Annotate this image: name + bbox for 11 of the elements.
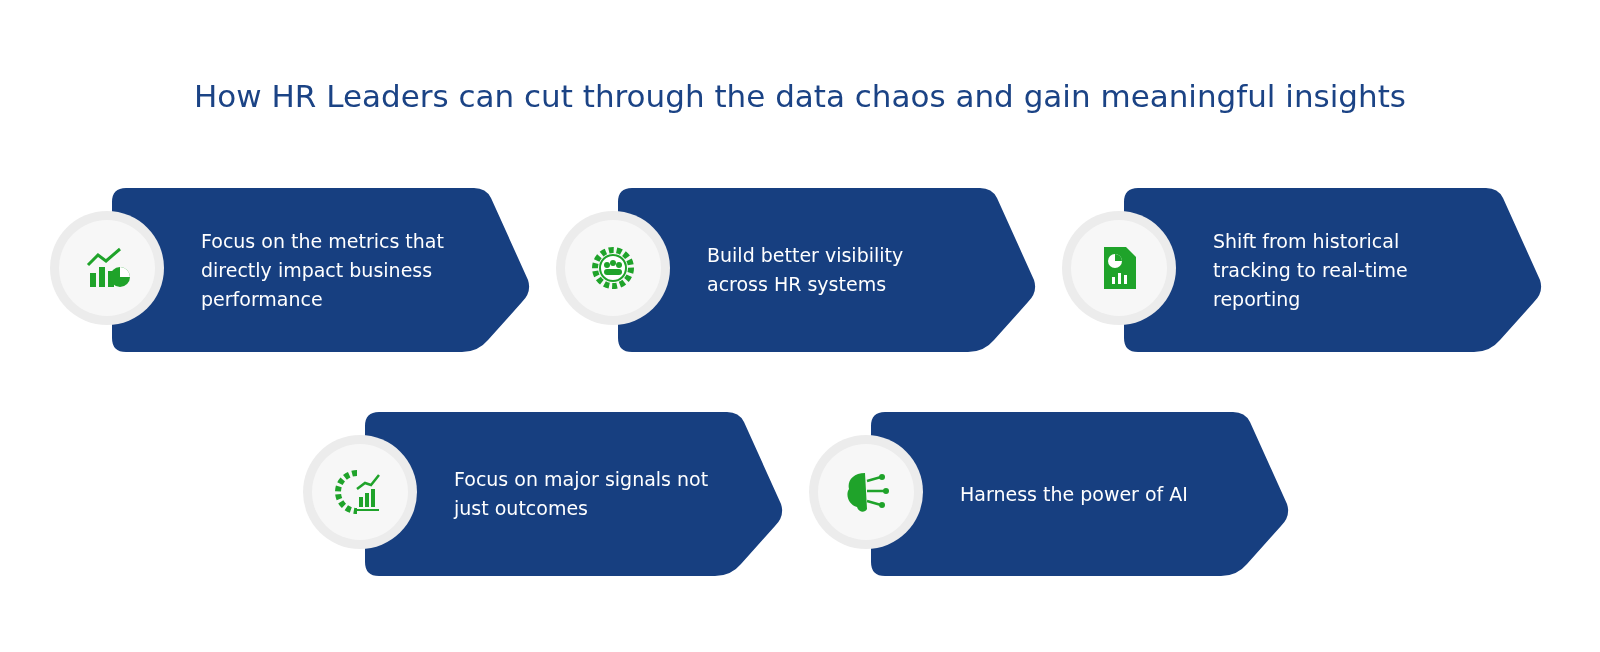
- card-text: Focus on major signals not just outcomes: [454, 467, 710, 521]
- card-text: Build better visibility across HR systems: [707, 243, 905, 297]
- card-text: Focus on the metrics that directly impact business performance: [201, 228, 445, 312]
- arrow-card: [618, 188, 1036, 352]
- arrow-card: [365, 412, 783, 576]
- arrow-card: [112, 188, 530, 352]
- diagram-title: How HR Leaders can cut through the data chaos and gain meaningful insights: [194, 78, 1406, 114]
- arrow-card: [1124, 188, 1542, 352]
- arrow-card: [871, 412, 1289, 576]
- card-text: Harness the power of AI: [960, 481, 1189, 507]
- card-text: Shift from historical tracking to real-time reporting: [1213, 228, 1409, 312]
